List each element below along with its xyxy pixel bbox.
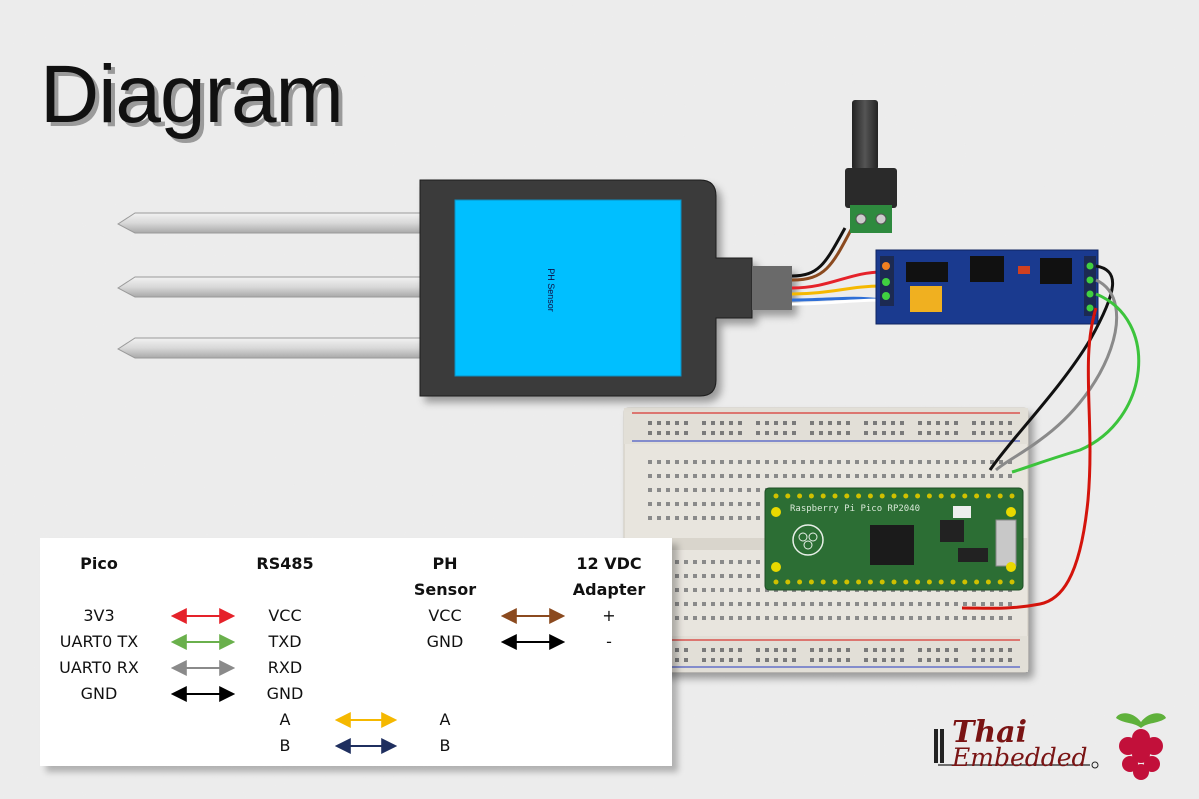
legend-rs485-pin: GND: [266, 684, 304, 703]
legend-adapter-pin: +: [602, 606, 616, 625]
page-title: Diagram: [40, 49, 344, 140]
legend-arrows: [170, 608, 566, 754]
legend-rs485-pin: VCC: [268, 606, 302, 625]
legend-pico-pin: GND: [80, 684, 118, 703]
pico-logo-icon: [792, 524, 824, 556]
legend-pico-pin: UART0 TX: [59, 632, 139, 651]
legend-adapter-pin: -: [606, 632, 612, 651]
legend-header-ph-sensor-line2: Sensor: [413, 580, 477, 599]
rs485-board: [875, 249, 1099, 325]
ph-sensor: PH Sensor: [419, 179, 792, 397]
legend-pico-pin: 3V3: [83, 606, 115, 625]
wiring-legend-table: Pico RS485 PH Sensor 12 VDC Adapter 3V3 V…: [40, 538, 672, 766]
legend-header-rs485: RS485: [256, 554, 314, 573]
pico-board: Raspberry Pi Pico RP2040: [764, 487, 1024, 591]
legend-rs485-pin: TXD: [268, 632, 302, 651]
legend-header-adapter-line2: Adapter: [572, 580, 646, 599]
legend-ph-pin: B: [439, 736, 451, 755]
legend-header-pico: Pico: [80, 554, 118, 573]
sensor-probes: [117, 212, 426, 359]
pico-wires: [961, 264, 1141, 610]
raspberry-pi-logo-icon: [1116, 713, 1166, 780]
legend-ph-pin: VCC: [428, 606, 462, 625]
legend-pico-pin: UART0 RX: [59, 658, 139, 677]
legend-ph-pin: GND: [426, 632, 464, 651]
legend-ph-pin: A: [439, 710, 451, 729]
legend-header-adapter-line1: 12 VDC: [576, 554, 642, 573]
logo-line1: Thai: [952, 715, 1027, 750]
logo-line2: Embedded: [952, 743, 1088, 772]
legend-header-ph-sensor-line1: PH: [432, 554, 458, 573]
legend-rs485-pin: A: [279, 710, 291, 729]
legend-rs485-pin: RXD: [267, 658, 303, 677]
dc-jack: [845, 100, 897, 233]
sensor-label: PH Sensor: [546, 268, 556, 312]
legend-rs485-pin: B: [279, 736, 291, 755]
thai-embedded-logo: Thai Embedded: [930, 715, 1105, 777]
pico-board-label: Raspberry Pi Pico RP2040: [790, 504, 920, 514]
sensor-wires: [791, 227, 883, 306]
